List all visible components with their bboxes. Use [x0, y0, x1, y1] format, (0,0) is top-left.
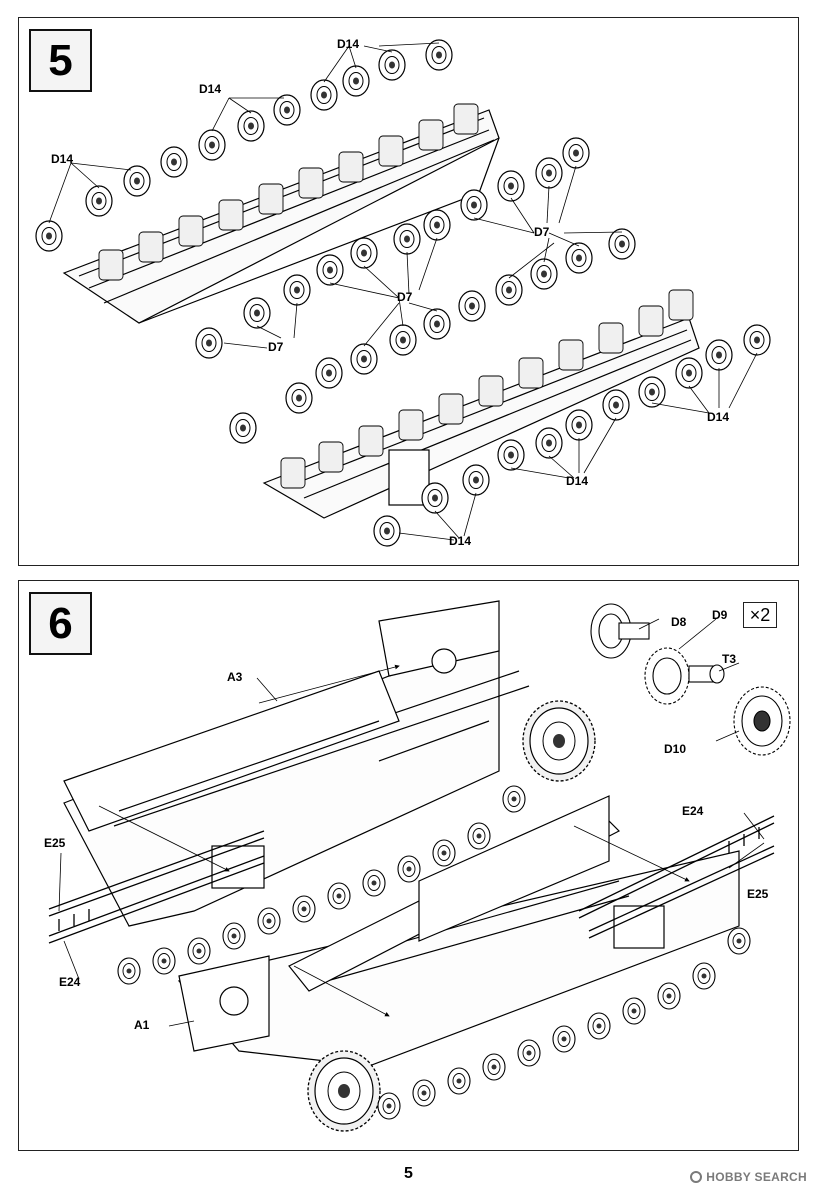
label-d10: D10: [664, 742, 686, 756]
sprocket-assembly-inset: [590, 603, 791, 756]
label-d7: D7: [534, 225, 550, 239]
upper-side-panel: [378, 600, 500, 677]
label-d14: D14: [707, 410, 729, 424]
label-t3: T3: [722, 652, 736, 666]
label-e25: E25: [747, 887, 769, 901]
label-d14: D14: [51, 152, 73, 166]
step-number: 6: [29, 592, 92, 655]
step-5-panel: 5: [18, 17, 799, 566]
label-a1: A1: [134, 1018, 150, 1032]
page-number: 5: [404, 1165, 413, 1182]
e25-e24-rails-left: [48, 830, 265, 944]
watermark-text: HOBBY SEARCH: [706, 1170, 807, 1184]
lower-hull-side: [177, 850, 740, 1067]
e24-e25-rails-right: [578, 815, 775, 939]
step-5-drawing: D14 D14 D14 D7 D7 D7 D14 D14 D14: [35, 37, 771, 548]
lower-suspension-hull: [262, 317, 700, 519]
label-e24: E24: [682, 804, 704, 818]
label-d8: D8: [671, 615, 687, 629]
label-e25: E25: [44, 836, 66, 850]
a1-plate: [178, 955, 270, 1052]
lower-bogie-row: [280, 289, 694, 489]
label-d14: D14: [449, 534, 471, 548]
hobby-search-logo-icon: [690, 1171, 703, 1183]
a3-plate: [63, 670, 400, 832]
watermark: HOBBY SEARCH: [690, 1170, 807, 1184]
label-d7: D7: [397, 290, 413, 304]
leader-lines: [58, 618, 765, 1027]
label-d14: D14: [337, 37, 359, 51]
label-d7: D7: [268, 340, 284, 354]
step-number: 5: [29, 29, 92, 92]
upper-right-plate: [288, 795, 621, 992]
upper-bogie-row: [98, 103, 479, 281]
label-d9: D9: [712, 608, 728, 622]
leader-lines: [48, 42, 758, 541]
quantity-multiplier: ×2: [743, 602, 777, 628]
label-d14: D14: [566, 474, 588, 488]
step-6-panel: 6 ×2: [18, 580, 799, 1151]
label-d14: D14: [199, 82, 221, 96]
label-e24: E24: [59, 975, 81, 989]
step-6-drawing: A3 E25 E24 A1 E24 E25 D8 D9 T3 D10: [44, 600, 791, 1132]
label-a3: A3: [227, 670, 243, 684]
